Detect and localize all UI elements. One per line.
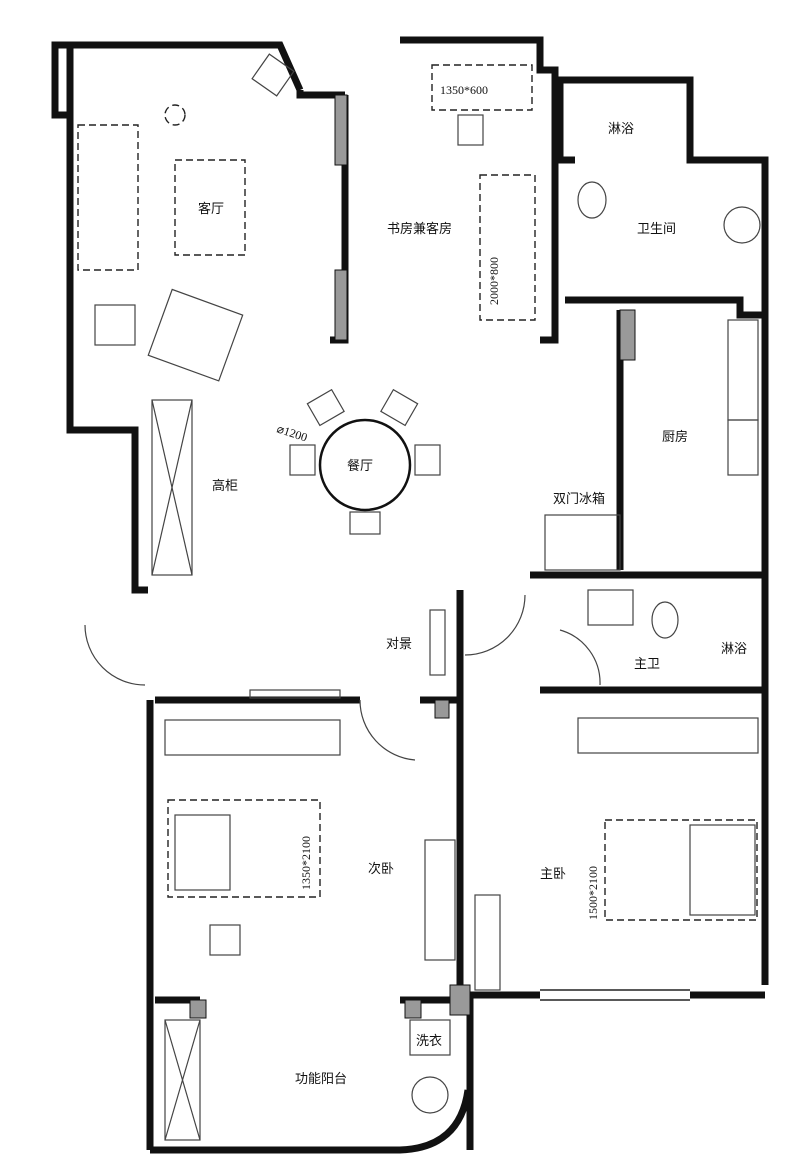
label-feature-wall: 对景 [386, 637, 412, 652]
room-labels: 客厅 书房兼客房 淋浴 卫生间 厨房 餐厅 高柜 双门冰箱 对景 主卫 淋浴 次… [198, 122, 747, 1087]
label-living: 客厅 [198, 201, 224, 217]
label-second-bedroom: 次卧 [368, 861, 394, 877]
label-shower-top: 淋浴 [608, 122, 634, 137]
label-fridge: 双门冰箱 [553, 491, 605, 507]
label-study: 书房兼客房 [387, 221, 452, 237]
label-master-bedroom: 主卧 [540, 867, 566, 882]
label-tall-cabinet: 高柜 [212, 478, 238, 494]
label-master-bath: 主卫 [634, 657, 660, 672]
walls [51, 36, 769, 1154]
dim-master-bed: 1500*2100 [586, 866, 600, 920]
label-bathroom: 卫生间 [637, 222, 676, 237]
label-balcony: 功能阳台 [295, 1072, 347, 1087]
dim-study-bed: 2000*800 [487, 257, 501, 305]
furniture [77, 53, 761, 1141]
label-shower-master: 淋浴 [721, 642, 747, 657]
dim-study-desk: 1350*600 [440, 83, 488, 97]
dim-dining-table: ⌀1200 [275, 422, 309, 445]
dim-second-bed: 1350*2100 [299, 836, 313, 890]
label-dining: 餐厅 [347, 458, 373, 474]
columns [189, 94, 636, 1019]
dimension-labels: 1350*600 2000*800 ⌀1200 1350*2100 1500*2… [275, 83, 600, 920]
label-laundry: 洗衣 [416, 1033, 442, 1049]
label-kitchen: 厨房 [662, 429, 688, 445]
